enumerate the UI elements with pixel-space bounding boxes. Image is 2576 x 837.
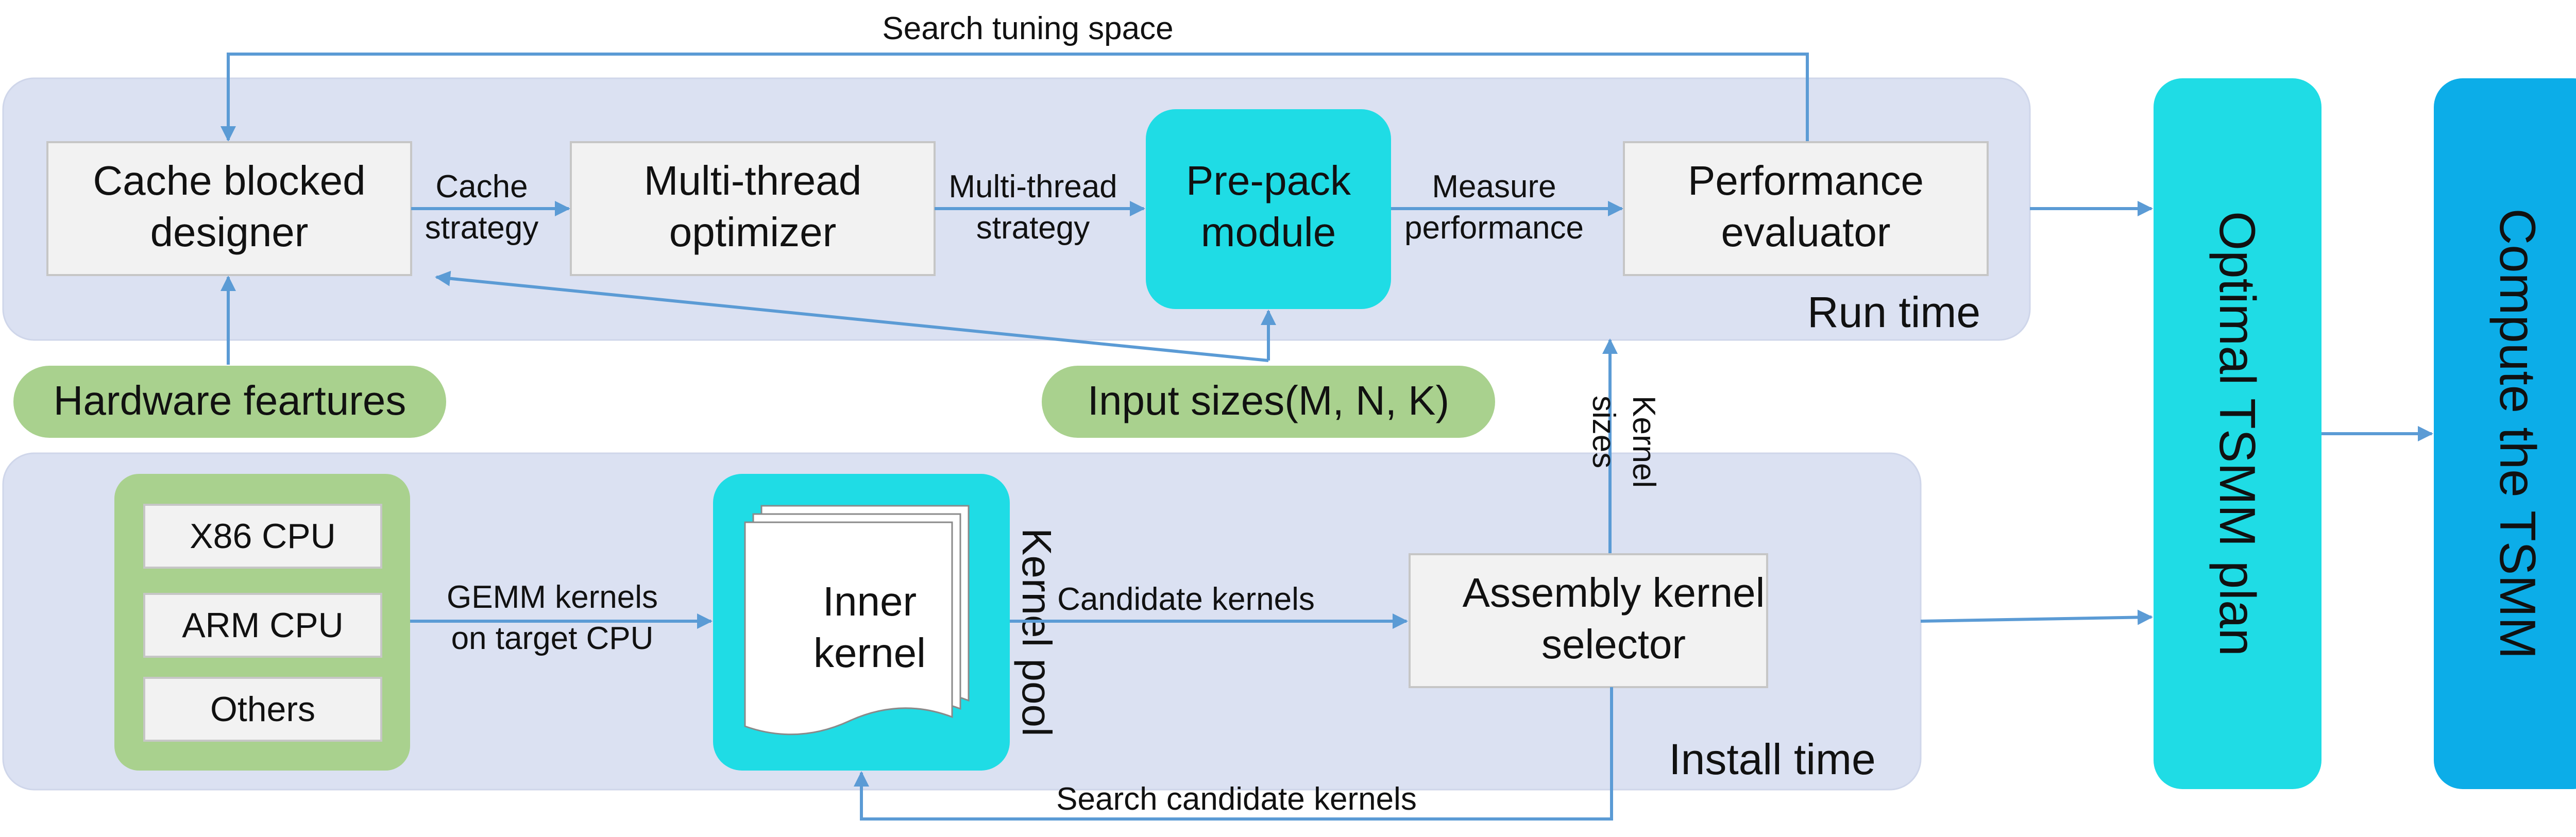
input-sizes-label: Input sizes(M, N, K) xyxy=(1088,378,1449,423)
assembly-selector-line1: Assembly kernel xyxy=(1463,570,1765,616)
cache-blocked-designer-box: Cache blocked designer xyxy=(46,141,412,276)
perf-evaluator-line1: Performance xyxy=(1688,158,1924,203)
hardware-features-pill: Hardware feartures xyxy=(13,366,446,438)
optimal-plan-label: Optimal TSMM plan xyxy=(2209,211,2266,656)
prepack-line1: Pre-pack xyxy=(1186,158,1351,203)
multithread-optimizer-line2: optimizer xyxy=(669,209,837,255)
kernel-pool-label: Kernel pool xyxy=(1014,528,1060,737)
measure-performance-line2: performance xyxy=(1404,210,1584,246)
kernel-pool-group: Inner kernel xyxy=(713,474,1010,771)
multithread-strategy-line2: strategy xyxy=(976,210,1090,246)
cache-strategy-line2: strategy xyxy=(425,210,539,246)
prepack-line2: module xyxy=(1201,209,1336,255)
hardware-features-label: Hardware feartures xyxy=(54,378,406,423)
perf-evaluator-line2: evaluator xyxy=(1721,209,1890,255)
assembly-selector-line2: selector xyxy=(1541,621,1686,667)
multithread-optimizer-line1: Multi-thread xyxy=(644,158,861,203)
cache-strategy-line1: Cache xyxy=(435,169,528,204)
cache-designer-line2: designer xyxy=(150,209,309,255)
inner-kernel-line2: kernel xyxy=(814,630,926,676)
cpu-group: X86 CPU ARM CPU Others xyxy=(114,474,410,771)
cpu-others-label: Others xyxy=(210,690,315,729)
input-to-designer-arrow xyxy=(435,270,1269,362)
kernel-document-icon xyxy=(744,521,953,736)
performance-evaluator-box: Performance evaluator xyxy=(1623,141,1989,276)
search-tuning-loop-arrow xyxy=(221,53,1809,142)
gemm-kernels-line2: on target CPU xyxy=(451,621,654,656)
cpu-x86-label: X86 CPU xyxy=(190,517,335,556)
cpu-arm-label: ARM CPU xyxy=(182,606,344,645)
measure-performance-line1: Measure xyxy=(1432,169,1556,204)
install-to-plan-arrow xyxy=(1920,609,2153,625)
cpu-others-box xyxy=(143,677,382,742)
gemm-kernels-line1: GEMM kernels xyxy=(447,579,658,615)
candidate-kernels-label: Candidate kernels xyxy=(1057,582,1315,617)
search-tuning-space-label: Search tuning space xyxy=(882,11,1173,46)
kernel-sizes-label: Kernel sizes xyxy=(1586,396,1662,488)
prepack-module-box: Pre-pack module xyxy=(1146,109,1391,309)
kernel-sizes-line1: Kernel xyxy=(1626,396,1662,488)
compute-tsmm-box: Compute the TSMM xyxy=(2434,78,2576,789)
cpu-arm-box xyxy=(143,593,382,658)
kernel-sizes-line2: sizes xyxy=(1586,396,1621,468)
input-sizes-pill: Input sizes(M, N, K) xyxy=(1042,366,1495,438)
cache-designer-line1: Cache blocked xyxy=(93,158,365,203)
compute-tsmm-label: Compute the TSMM xyxy=(2489,208,2546,659)
inner-kernel-line1: Inner xyxy=(823,578,917,624)
search-candidate-label: Search candidate kernels xyxy=(1056,781,1417,817)
search-candidate-loop-arrow xyxy=(854,687,1613,821)
assembly-kernel-selector-box: Assembly kernel selector xyxy=(1409,553,1768,688)
install-zone-label: Install time xyxy=(1669,735,1875,783)
multithread-optimizer-box: Multi-thread optimizer xyxy=(570,141,936,276)
runtime-zone-label: Run time xyxy=(1807,288,1980,336)
cpu-x86-box xyxy=(143,504,382,569)
optimal-tsmm-plan-box: Optimal TSMM plan xyxy=(2154,78,2321,789)
multithread-strategy-line1: Multi-thread xyxy=(948,169,1117,204)
